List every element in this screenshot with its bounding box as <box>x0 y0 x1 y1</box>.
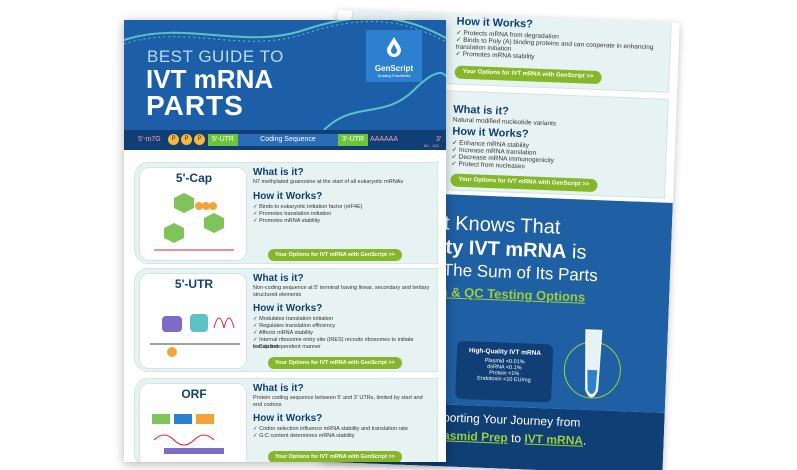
header-subtitle: BEST GUIDE TO <box>147 47 284 66</box>
utr-structure-icon <box>150 314 240 357</box>
utr-diagram: 5'-UTR <box>139 273 247 369</box>
card-title: 5'-Cap <box>175 171 213 185</box>
test-tube-icon <box>563 329 621 399</box>
strip-poly-a-length: 80 - 120 <box>424 143 439 148</box>
cap-diagram: 5'-Cap <box>139 167 247 261</box>
options-cta-button[interactable]: Your Options for IVT mRNA with GenScript… <box>454 65 602 85</box>
how-it-works-heading: How it Works? <box>253 191 323 202</box>
header-title-parts: PARTS <box>146 90 244 121</box>
how-line: in Cap independent manner <box>253 344 321 350</box>
options-cta-button[interactable]: Your Options for IVT mRNA with GenScript… <box>268 357 402 369</box>
how-line: ✓ Codon selection influence mRNA stabili… <box>253 426 409 432</box>
what-text: Non-coding sequence at 5' terminal havin… <box>253 285 430 298</box>
what-is-it-heading: What is it? <box>453 103 510 118</box>
strip-3-utr: 3'-UTR <box>338 134 368 146</box>
strip-poly-a: AAAAAA <box>370 136 399 143</box>
options-cta-button[interactable]: Your Options for IVT mRNA with GenScript… <box>450 173 598 193</box>
genscript-logo: GenScript Scripting Possibilities <box>366 30 422 82</box>
card-title: 5'-UTR <box>174 277 214 291</box>
how-line: ✓ Modulates translation initiation <box>253 316 334 322</box>
banner-line-2-rest: is <box>566 240 587 264</box>
genscript-drop-icon <box>387 37 401 57</box>
header-title-ivt: IVT mRNA <box>146 64 274 94</box>
phosphate-icon: P <box>168 134 179 145</box>
what-text: Protein coding sequence between 5' and 3… <box>253 395 423 408</box>
orf-diagram: ORF <box>139 383 247 462</box>
how-line: ✓ Regulates translation efficiency <box>253 323 336 329</box>
how-it-works-heading: How it Works? <box>452 125 529 141</box>
options-cta-button[interactable]: Your Options for IVT mRNA with GenScript… <box>268 451 402 462</box>
quality-spec-card: High-Quality IVT mRNA Plasmid <0.01% dsR… <box>455 340 554 403</box>
mrna-swirl-decoration-icon <box>124 20 446 130</box>
strip-coding-sequence: Coding Sequence <box>238 134 338 146</box>
guide-header: BEST GUIDE TO IVT mRNA PARTS GenScript S… <box>124 20 446 130</box>
cap-structure-icon <box>154 193 234 251</box>
how-line: ✓ Binds to eukaryotic initiation factor … <box>253 204 363 210</box>
strip-5-cap: 5'-m7G <box>138 136 161 143</box>
strip-3-prime: 3' <box>436 136 442 143</box>
phosphate-icon: P <box>181 134 192 145</box>
how-it-works-heading: How it Works? <box>456 15 534 31</box>
card-5-cap: 5'-Cap What is it? N7 methylated guanosi… <box>134 162 438 264</box>
ivt-mrna-link[interactable]: IVT mRNA <box>524 431 584 448</box>
how-line: ✓ G:C content determines mRNA stability <box>253 433 355 439</box>
what-is-it-heading: What is it? <box>253 273 304 284</box>
card-orf: ORF What is it? Protein coding sequence … <box>134 378 438 462</box>
what-text: N7 methylated guanosine at the start of … <box>253 179 404 185</box>
card-5-utr: 5'-UTR What is it? Non-coding sequence a… <box>134 268 438 372</box>
mrna-structure-strip: 5'-m7G P P P 5'-UTR Coding Sequence 3'-U… <box>124 130 446 150</box>
what-is-it-heading: What is it? <box>253 383 304 394</box>
orf-structure-icon <box>152 414 224 454</box>
options-cta-button[interactable]: Your Options for IVT mRNA with GenScript… <box>268 249 402 261</box>
strip-5-utr: 5'-UTR <box>208 134 238 146</box>
footer-end: . <box>582 433 587 448</box>
how-it-works-heading: How it Works? <box>253 303 323 314</box>
what-is-it-heading: What is it? <box>253 167 304 178</box>
logo-tagline: Scripting Possibilities <box>377 74 411 78</box>
front-page: BEST GUIDE TO IVT mRNA PARTS GenScript S… <box>124 20 446 462</box>
how-line: ✓ Internal ribosome entry site (IRES) re… <box>253 337 414 350</box>
how-line: ✓ Affects mRNA stability <box>253 330 313 336</box>
how-line: ✓ Promotes translation initiation <box>253 211 332 217</box>
phosphate-icon: P <box>194 134 205 145</box>
logo-name: GenScript <box>374 64 414 73</box>
how-it-works-heading: How it Works? <box>253 413 323 424</box>
footer-sep: to <box>507 430 525 446</box>
how-line: ✓ Promotes mRNA stability <box>253 218 320 224</box>
quality-title: High-Quality IVT mRNA <box>468 347 542 358</box>
card-title: ORF <box>181 387 207 401</box>
